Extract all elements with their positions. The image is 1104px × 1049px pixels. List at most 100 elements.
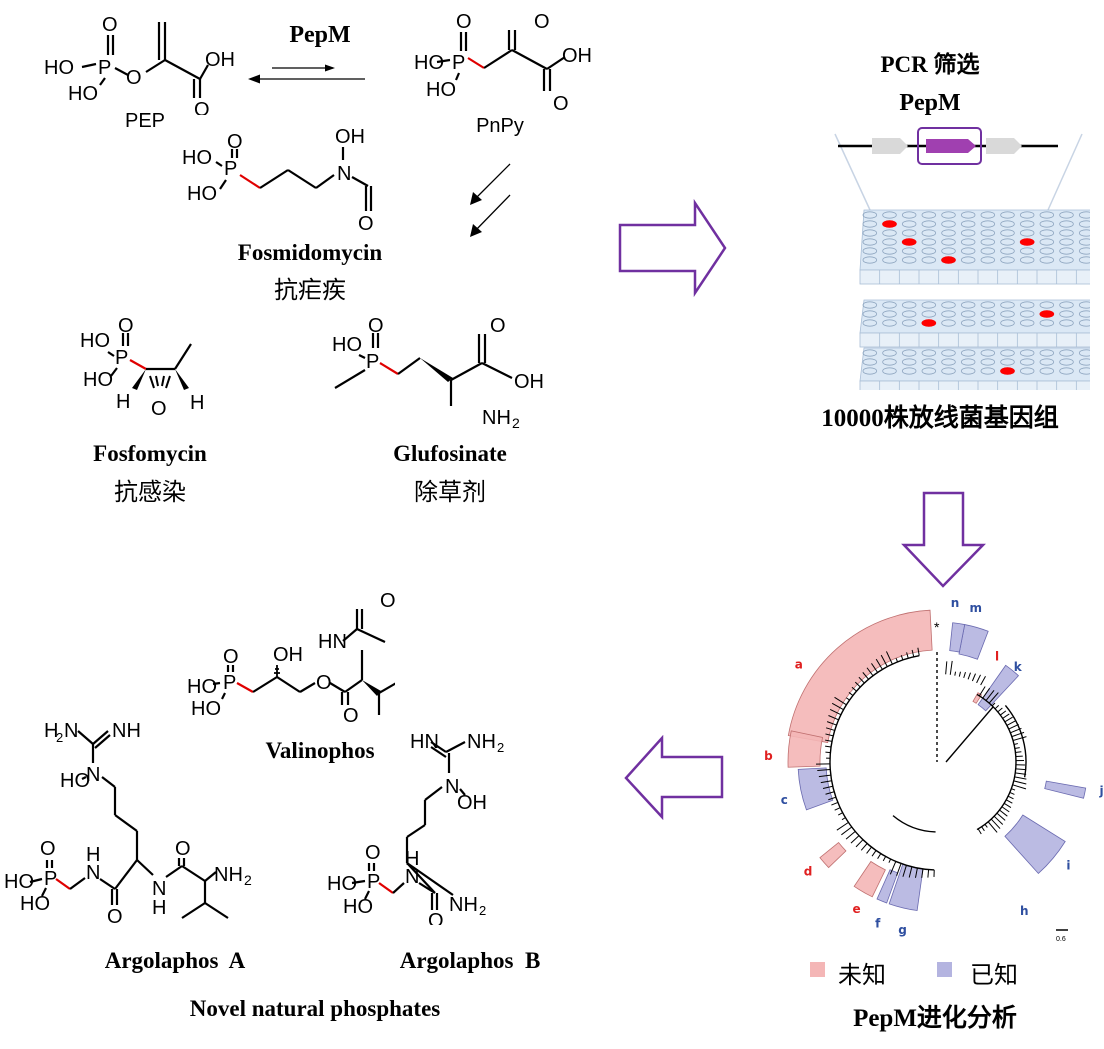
argolaphos-b-name: Argolaphos B: [399, 948, 541, 973]
tree-leaf-branch: [841, 817, 846, 821]
well: [882, 238, 897, 246]
well: [1059, 256, 1074, 264]
well: [941, 310, 956, 318]
legend-label-known: 已知: [970, 961, 1018, 989]
atom-label: 2: [56, 730, 63, 745]
atom-label: HO: [20, 893, 50, 915]
well: [862, 238, 878, 246]
well: [1059, 301, 1074, 309]
well: [901, 367, 917, 375]
atom-label: O: [534, 11, 550, 33]
tree-leaf-branch: [999, 710, 1007, 716]
pepm-gene-label: PepM: [899, 90, 961, 116]
well: [1019, 310, 1035, 318]
well: [980, 229, 996, 237]
atom-label: H: [190, 392, 204, 414]
atom-label: OH: [514, 371, 544, 393]
hit-well: [921, 319, 937, 327]
tree-leaf-branch: [1006, 720, 1016, 726]
tree-leaf-branch: [921, 868, 924, 878]
well: [1078, 229, 1090, 237]
tree-leaf-branch: [954, 671, 957, 676]
well: [1000, 238, 1015, 246]
atom-label: O: [380, 590, 395, 612]
well: [960, 349, 976, 357]
well-plate: [859, 299, 1090, 348]
well: [980, 349, 996, 357]
hit-well: [941, 256, 956, 264]
well: [882, 247, 897, 255]
tree-leaf-branch: [1009, 792, 1015, 795]
clade-band-j: [1044, 780, 1087, 799]
well: [960, 247, 976, 255]
atom-label: HO: [332, 334, 362, 356]
tree-leaf-branch: [1013, 743, 1019, 745]
tree-leaf-branch: [825, 745, 832, 748]
block-arrow-right: [618, 198, 727, 298]
tree-leaf-branch: [866, 667, 874, 677]
clade-label-k: k: [1014, 660, 1023, 674]
tree-leaf-branch: [860, 843, 868, 851]
well: [921, 349, 937, 357]
atom-label: 2: [497, 740, 504, 755]
clade-label-l: l: [995, 649, 999, 663]
well: [1019, 247, 1035, 255]
tree-leaf-branch: [1010, 727, 1022, 734]
atom-label: O: [151, 398, 167, 418]
clade-label-a: a: [795, 657, 803, 671]
tree-backbone-right: [976, 693, 1017, 831]
atom-label: O: [428, 910, 444, 925]
well: [921, 247, 937, 255]
well: [960, 256, 976, 264]
tree-backbone-left: [829, 654, 935, 871]
well: [960, 238, 976, 246]
tree-leaf-branch: [896, 863, 902, 876]
well: [941, 358, 956, 366]
well: [1078, 256, 1090, 264]
tree-leaf-branch: [820, 780, 832, 784]
clade-band-f: [876, 869, 899, 904]
well: [960, 310, 976, 318]
tree-leaf-branch: [984, 823, 988, 828]
clade-label-e: e: [853, 902, 861, 916]
well: [1059, 220, 1074, 228]
well: [1059, 211, 1074, 219]
hit-well: [882, 220, 897, 228]
well: [882, 367, 897, 375]
tree-leaf-branch: [996, 812, 1006, 821]
well: [1059, 367, 1074, 375]
tree-leaf-branch: [1014, 747, 1020, 749]
well: [862, 256, 878, 264]
well: [1039, 349, 1055, 357]
atom-label: O: [358, 213, 374, 235]
tree-leaf-branch: [997, 707, 1003, 713]
well: [862, 367, 878, 375]
fosfomycin-structure: HO P O HO H O H: [80, 318, 204, 418]
atom-label: H: [152, 897, 166, 919]
atom-label: HO: [4, 871, 34, 893]
block-arrow-left: [624, 735, 724, 820]
glufosinate-use: 除草剂: [414, 478, 486, 506]
tree-leaf-branch: [945, 661, 948, 675]
well: [980, 220, 996, 228]
well: [882, 256, 897, 264]
atom-label: HO: [343, 896, 373, 918]
tree-leaf-branch: [914, 867, 918, 878]
tree-leaf-branch: [971, 673, 976, 682]
well: [960, 319, 976, 327]
well: [901, 256, 917, 264]
tree-leaf-branch: [858, 676, 865, 684]
well: [1039, 319, 1055, 327]
tree-leaf-branch: [828, 715, 839, 721]
well: [862, 319, 878, 327]
well: [1000, 247, 1015, 255]
well: [882, 319, 897, 327]
valinophos-name: Valinophos: [265, 738, 375, 763]
tree-leaf-branch: [855, 839, 864, 848]
clade-label-f: f: [875, 917, 881, 931]
pep-structure: HO P O HO O O OH: [44, 14, 235, 115]
well: [1019, 367, 1035, 375]
legend-label-unknown: 未知: [838, 961, 886, 989]
tree-leaf-branch: [911, 649, 915, 657]
